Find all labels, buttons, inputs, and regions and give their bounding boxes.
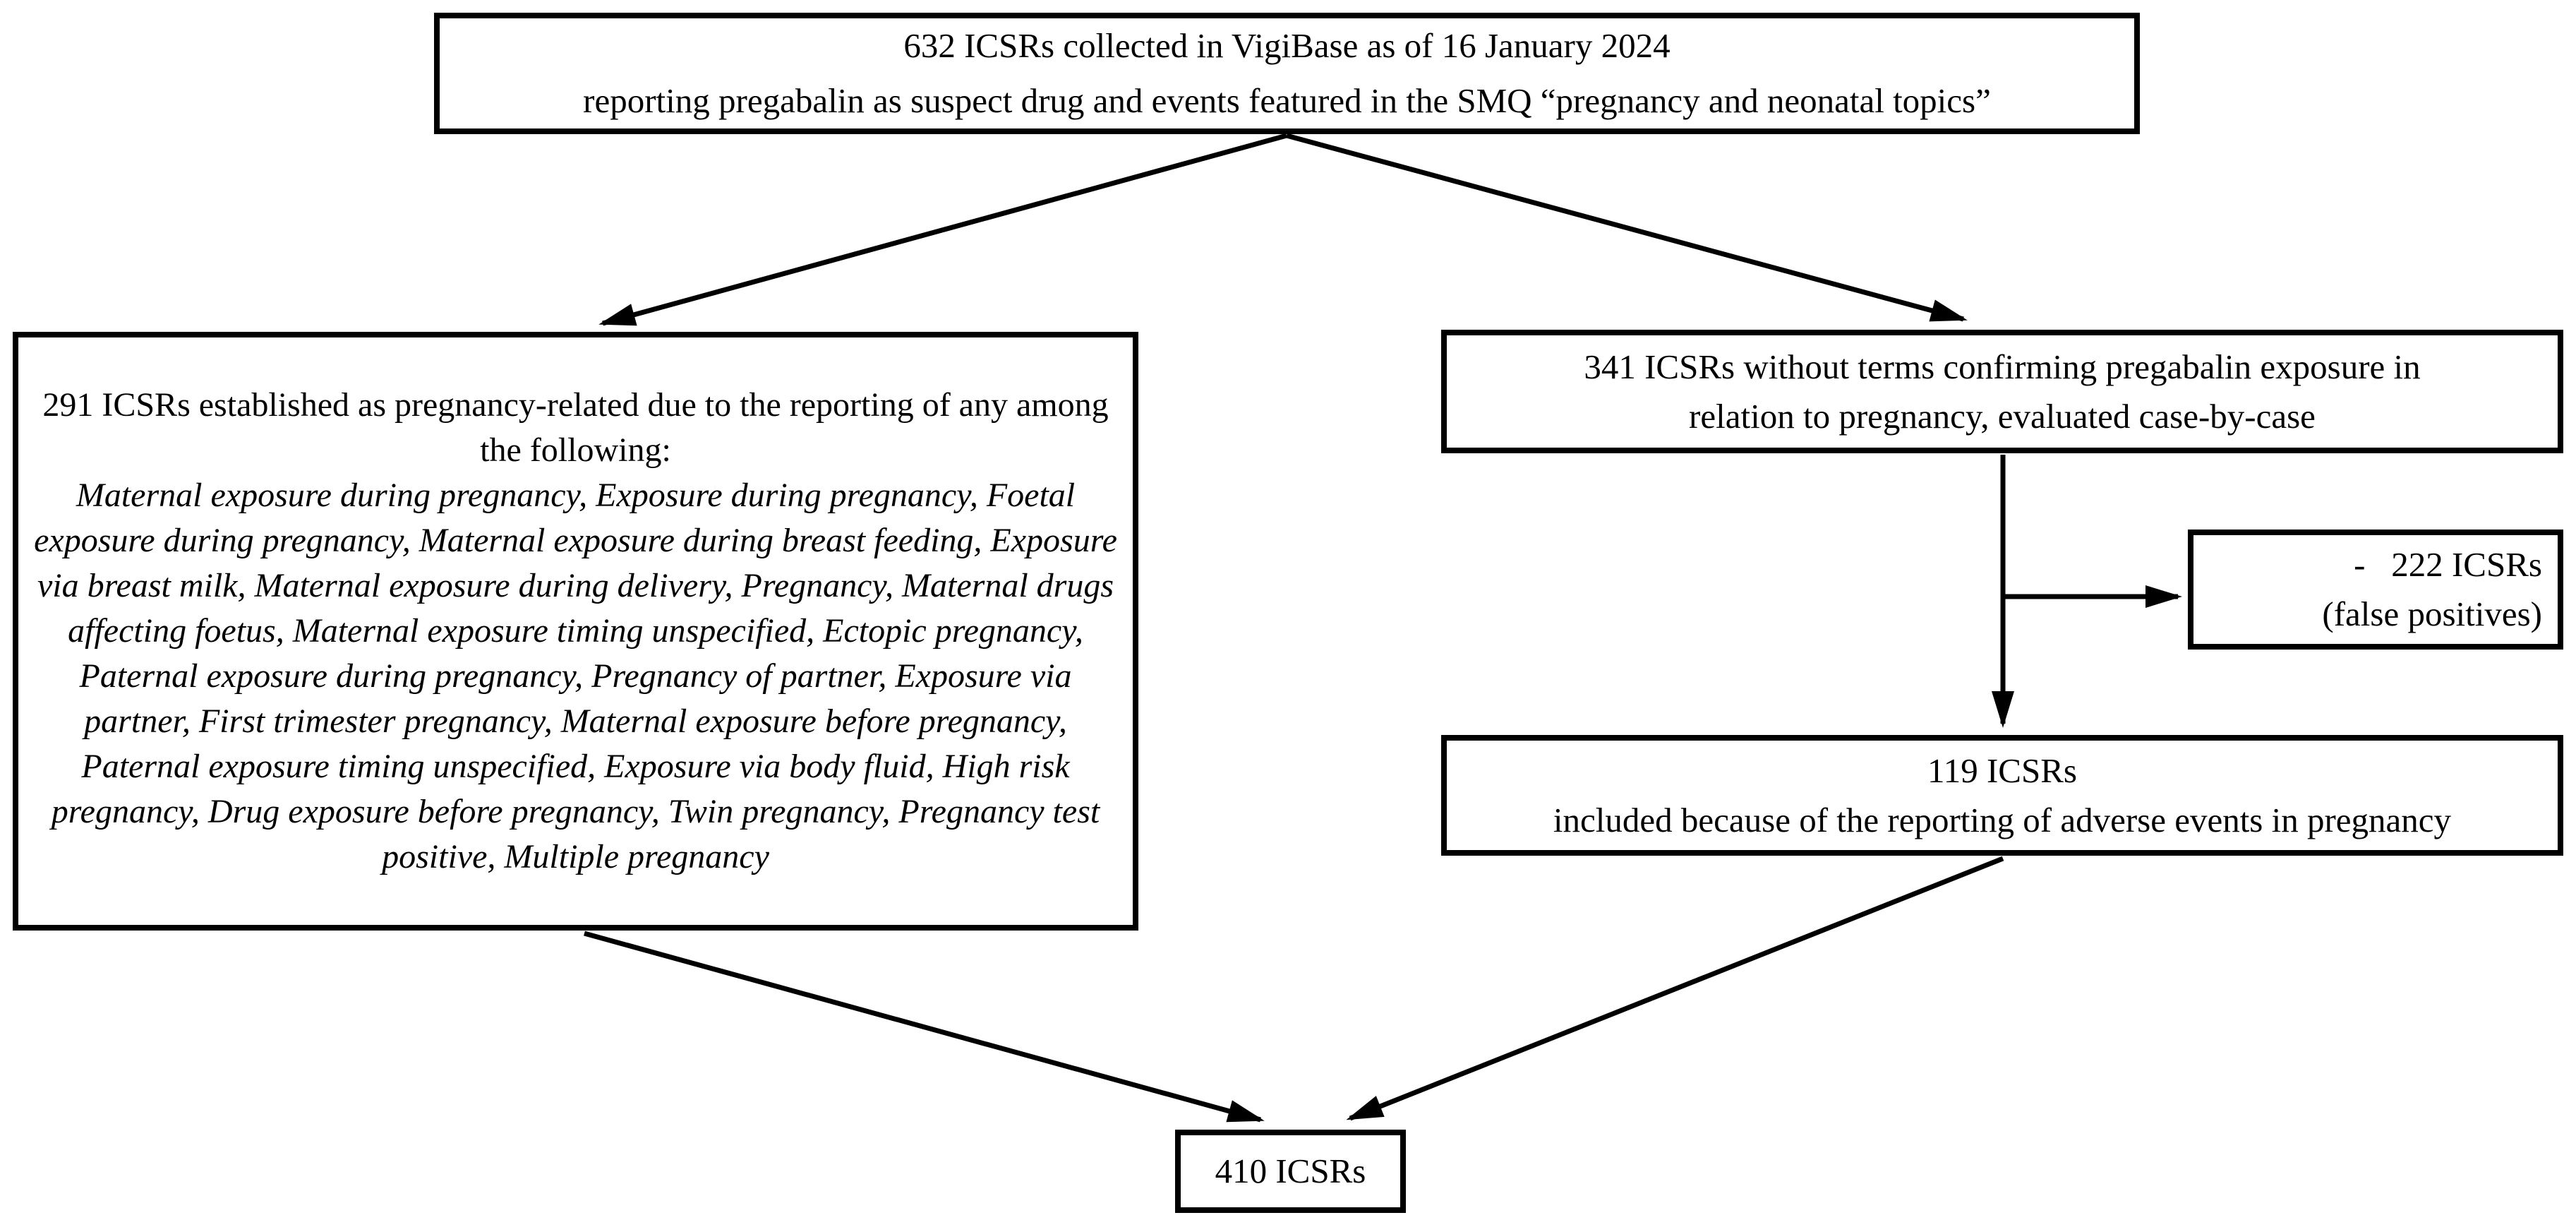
box-total-line1: 632 ICSRs collected in VigiBase as of 16… (903, 26, 1671, 65)
box-included-line1: 119 ICSRs (1927, 750, 2077, 790)
box-total-line2: reporting pregabalin as suspect drug and… (583, 81, 1991, 120)
box-final-icsrs: 410 ICSRs (1175, 1130, 1406, 1213)
box-pregnancy-related-icsrs: 291 ICSRs established as pregnancy-relat… (13, 332, 1138, 931)
box-without-terms-icsrs: 341 ICSRs without terms confirming prega… (1441, 330, 2563, 453)
box-false-positives-line2: (false positives) (2322, 594, 2542, 633)
box-without-terms-line2: relation to pregnancy, evaluated case-by… (1689, 396, 2316, 436)
arrow-total-to-pregnancy-related (598, 133, 1287, 326)
arrow-pregnancy-related-to-final (584, 931, 1265, 1123)
box-total-icsrs: 632 ICSRs collected in VigiBase as of 16… (434, 13, 2140, 134)
box-false-positives-line1: - 222 ICSRs (2354, 545, 2542, 584)
box-pregnancy-related-terms: Maternal exposure during pregnancy, Expo… (34, 477, 1117, 875)
box-pregnancy-related-heading: 291 ICSRs established as pregnancy-relat… (42, 386, 1109, 469)
box-final-label: 410 ICSRs (1215, 1152, 1366, 1190)
box-without-terms-line1: 341 ICSRs without terms confirming prega… (1584, 347, 2421, 386)
arrow-included-to-final (1346, 856, 2004, 1121)
arrow-total-to-without-terms (1286, 133, 1968, 322)
box-included-icsrs: 119 ICSRs included because of the report… (1441, 735, 2563, 856)
box-false-positives-icsrs: - 222 ICSRs (false positives) (2188, 530, 2563, 650)
box-included-line2: included because of the reporting of adv… (1553, 800, 2452, 839)
